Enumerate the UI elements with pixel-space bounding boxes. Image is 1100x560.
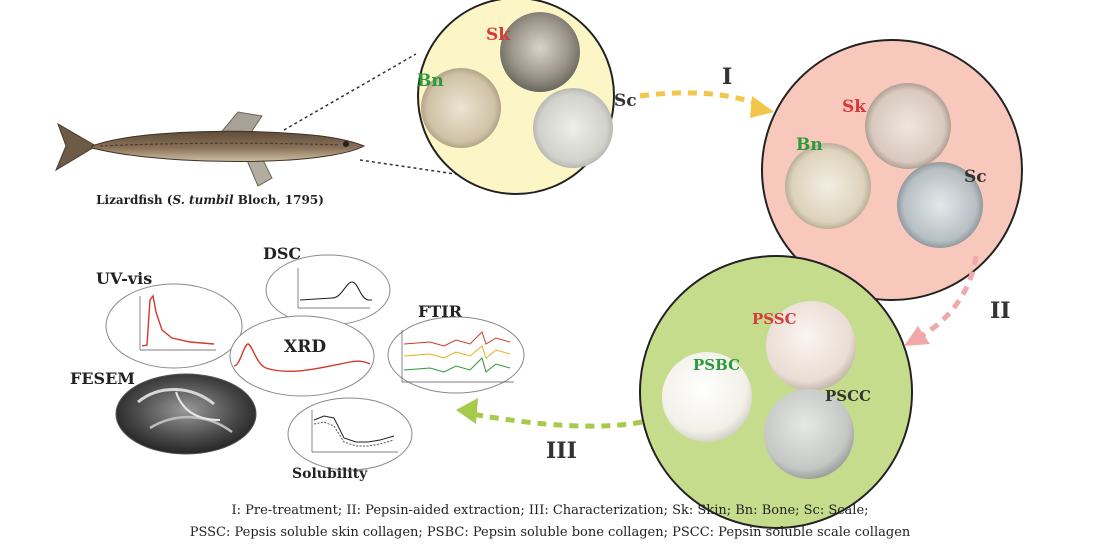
uv-vis-plot-ellipse — [105, 283, 243, 369]
ftir-spectrum-yellow — [403, 345, 511, 359]
solubility-plot-ellipse — [287, 397, 413, 471]
xrd-plot-ellipse — [229, 315, 375, 397]
psbc-label: PSBC — [693, 356, 740, 374]
pssc-sample — [766, 301, 856, 391]
lizardfish-illustration — [54, 111, 366, 187]
dsc-thermogram-line — [299, 281, 372, 301]
raw-scale-sample — [533, 88, 613, 168]
raw-skin-sample — [500, 12, 580, 92]
solubility-panel: Solubility — [287, 397, 413, 482]
step-3-label: III — [546, 438, 577, 464]
pscc-sample — [764, 389, 854, 479]
fish-body — [91, 130, 366, 162]
solubility-curve-2 — [313, 421, 395, 447]
pretreated-skin-sample — [865, 83, 951, 169]
uv-vis-spectrum-line — [141, 294, 215, 347]
ftir-label: FTIR — [418, 302, 463, 321]
fish-lateral-line — [99, 142, 341, 147]
step-1-label: I — [722, 64, 732, 90]
solubility-label: Solubility — [292, 466, 368, 482]
step-2-label: II — [990, 298, 1011, 324]
pretreated-skin-label: Sk — [842, 97, 867, 117]
pretreated-bone-sample — [785, 143, 871, 229]
fesem-fiber-2 — [149, 416, 233, 434]
pssc-label: PSSC — [752, 310, 797, 328]
pretreated-circle: Sk Bn Sc — [761, 39, 1023, 301]
fesem-fiber-1 — [137, 388, 215, 406]
fish-pelvic-fin — [245, 157, 273, 187]
pscc-label: PSCC — [825, 387, 871, 405]
ftir-spectrum-green — [403, 357, 511, 373]
collagen-circle: PSSC PSBC PSCC — [639, 255, 913, 529]
fesem-panel: FESEM — [70, 369, 257, 455]
fish-eye — [343, 141, 349, 147]
fish-caption: Lizardfish (S. tumbil Bloch, 1795) — [96, 193, 324, 207]
figure-caption-line-2: PSSC: Pepsis soluble skin collagen; PSBC… — [189, 525, 911, 540]
dsc-plot-ellipse — [265, 254, 391, 326]
dsc-label: DSC — [263, 244, 301, 263]
solubility-curve-1 — [313, 415, 395, 443]
fesem-fiber-3 — [175, 391, 221, 421]
raw-bone-label: Bn — [417, 71, 444, 91]
ftir-panel: FTIR — [387, 302, 525, 394]
pretreated-scale-sample — [897, 162, 983, 248]
fish-tail — [54, 122, 97, 172]
ftir-plot-ellipse — [387, 316, 525, 394]
arrow-step-3: III — [456, 398, 643, 464]
arrow-step-2: II — [904, 255, 1011, 346]
xrd-label: XRD — [284, 337, 326, 357]
pretreated-bone-label: Bn — [796, 135, 823, 155]
arrow-step-1: I — [639, 64, 774, 118]
connector-line-top — [283, 53, 417, 131]
xrd-panel: XRD — [229, 315, 375, 397]
fesem-label: FESEM — [70, 369, 135, 388]
fesem-micrograph — [115, 373, 257, 455]
raw-bone-sample — [421, 68, 501, 148]
raw-skin-label: Sk — [486, 25, 511, 45]
uv-vis-label: UV-vis — [96, 269, 152, 288]
uv-vis-panel: UV-vis — [96, 269, 243, 369]
dsc-panel: DSC — [263, 244, 391, 326]
raw-scale-label: Sc — [614, 91, 637, 111]
figure-caption-line-1: I: Pre-treatment; II: Pepsin-aided extra… — [231, 503, 869, 518]
raw-material-circle: Sk Bn Sc — [417, 0, 637, 195]
psbc-sample — [662, 352, 752, 442]
xrd-pattern-line — [233, 343, 371, 373]
pretreated-scale-label: Sc — [964, 167, 987, 187]
ftir-spectrum-red — [403, 331, 511, 347]
